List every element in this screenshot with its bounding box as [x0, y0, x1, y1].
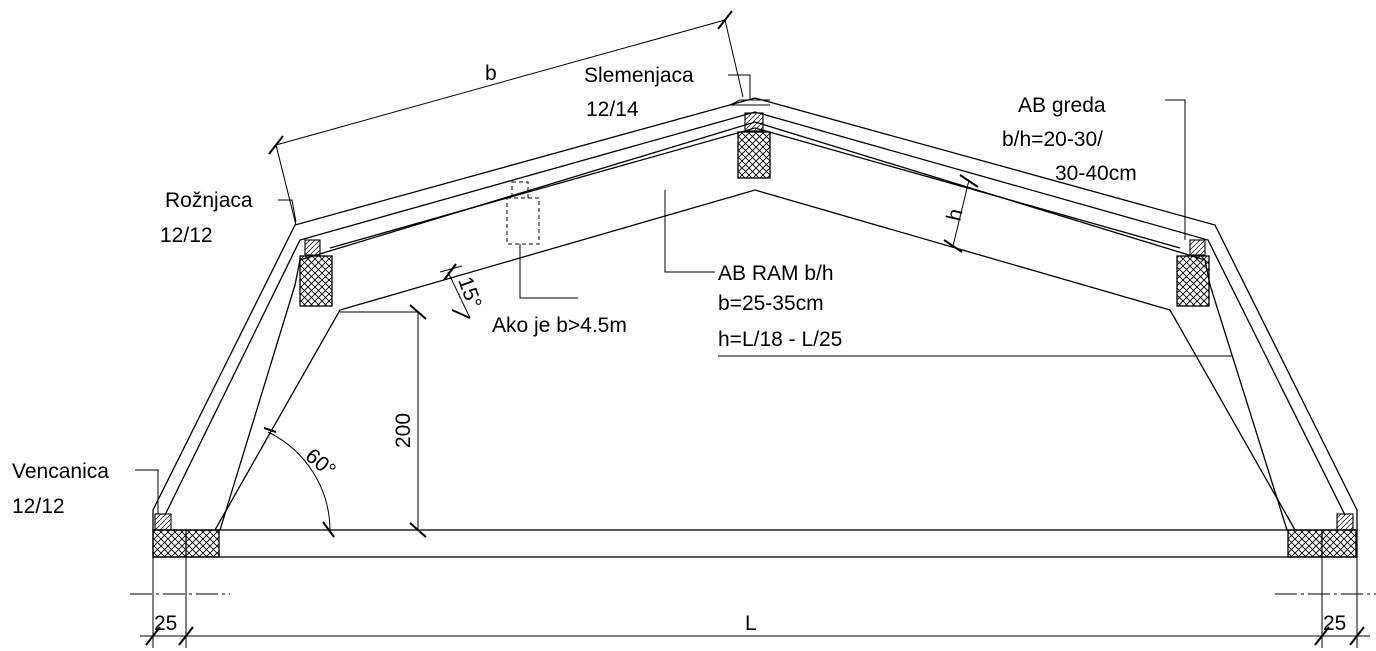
label-roznjaca-size: 12/12 [160, 224, 213, 247]
label-slemenjaca: Slemenjaca [584, 64, 694, 87]
label-ab-greda-dim1: b/h=20-30/ [1002, 128, 1103, 151]
dim-60: 60° [301, 444, 340, 482]
dim-L: L [745, 612, 757, 635]
label-ab-ram: AB RAM b/h [718, 262, 834, 285]
label-vencanica: Vencanica [12, 460, 109, 483]
dim-15: 15° [453, 274, 485, 312]
roof-outline [152, 97, 1358, 530]
purlin-left [299, 255, 333, 307]
wall-plate-left-top [154, 513, 172, 531]
purlin-left-top [304, 239, 321, 256]
purlin-right-top [1189, 239, 1206, 256]
label-ako: Ako je b>4.5m [492, 314, 627, 337]
tie-beam [152, 529, 1358, 558]
optional-post [506, 197, 540, 245]
purlin-right [1176, 255, 1210, 307]
dim-200: 200 [392, 413, 415, 448]
ridge-beam-top [744, 112, 764, 132]
ridge-beam-slemenjaca [737, 131, 771, 179]
leaders [135, 74, 1232, 514]
optional-post-top [511, 181, 529, 199]
timber-elements [152, 112, 1357, 558]
labels: Slemenjaca 12/14 AB greda b/h=20-30/ 30-… [12, 62, 1346, 635]
wall-plate-right-top [1336, 513, 1354, 531]
label-slemenjaca-size: 12/14 [586, 98, 639, 121]
dim-25-left: 25 [154, 612, 177, 635]
label-ab-greda-dim2: 30-40cm [1055, 162, 1137, 185]
dim-25-right: 25 [1323, 612, 1346, 635]
label-ab-ram-b: b=25-35cm [718, 292, 824, 315]
dimensions [130, 10, 1376, 648]
dim-h: h [942, 207, 967, 224]
label-ab-ram-h: h=L/18 - L/25 [718, 328, 842, 351]
label-vencanica-size: 12/12 [12, 495, 65, 518]
label-ab-greda: AB greda [1018, 94, 1106, 117]
dim-b: b [485, 62, 497, 85]
label-roznjaca: Rožnjaca [165, 189, 253, 212]
